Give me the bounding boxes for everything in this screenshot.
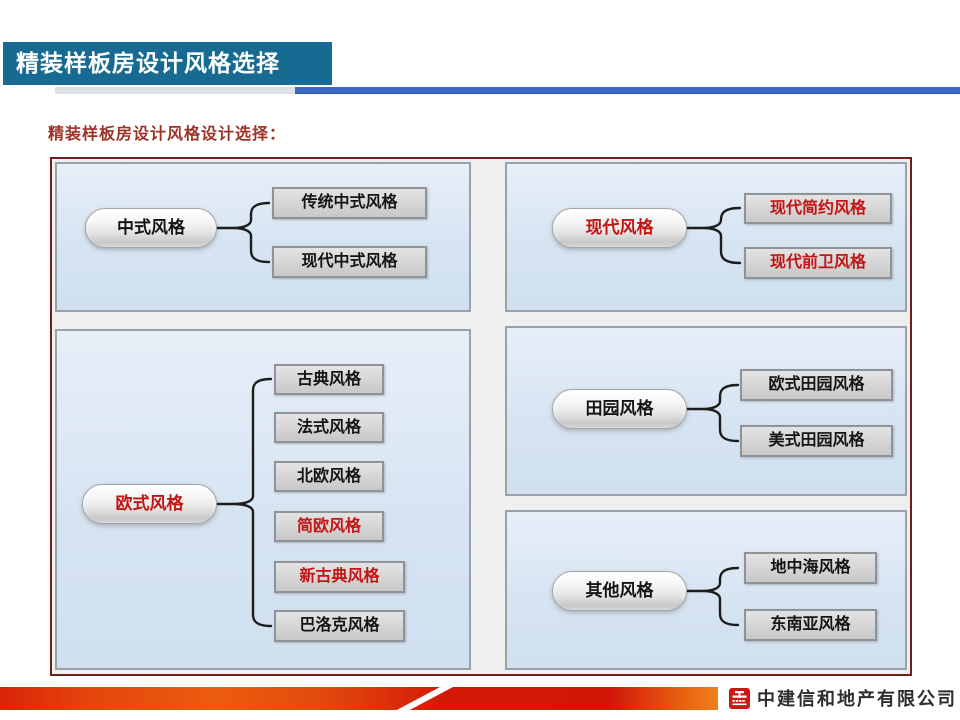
style-box-classical: 古典风格 (274, 364, 384, 395)
panel-chinese-style: 中式风格 传统中式风格 现代中式风格 (55, 162, 471, 312)
company-name: 中建信和地产有限公司 (757, 689, 957, 709)
footer-white-stripe (393, 687, 457, 710)
style-box-traditional-chinese: 传统中式风格 (272, 187, 427, 219)
panel-european-style: 欧式风格 古典风格 法式风格 北欧风格 简欧风格 新古典风格 巴洛克风格 (55, 329, 471, 670)
page-title: 精装样板房设计风格选择 (16, 50, 280, 76)
panel-pastoral-style: 田园风格 欧式田园风格 美式田园风格 (505, 326, 907, 496)
style-box-modern-chinese: 现代中式风格 (272, 246, 427, 278)
panel-other-style: 其他风格 地中海风格 东南亚风格 (505, 510, 907, 670)
style-box-simple-european: 简欧风格 (274, 511, 384, 542)
style-pill-modern: 现代风格 (552, 208, 687, 248)
title-underline-gray (55, 87, 295, 94)
title-underline-blue (295, 87, 960, 94)
slide-subtitle: 精装样板房设计风格设计选择： (48, 126, 287, 143)
style-box-modern-minimalist: 现代简约风格 (744, 193, 892, 224)
footer-red-band (0, 687, 718, 710)
style-box-modern-avantgarde: 现代前卫风格 (744, 247, 892, 279)
style-box-american-pastoral: 美式田园风格 (740, 425, 893, 457)
style-pill-chinese: 中式风格 (85, 208, 217, 248)
style-box-baroque: 巴洛克风格 (274, 610, 405, 642)
style-box-southeast-asian: 东南亚风格 (744, 609, 877, 641)
style-box-mediterranean: 地中海风格 (744, 552, 877, 584)
style-selection-diagram: 中式风格 传统中式风格 现代中式风格 现代风格 现代简约风格 现代前卫风格 欧式… (50, 157, 912, 676)
style-box-french: 法式风格 (274, 412, 384, 443)
slide-title-bar: 精装样板房设计风格选择 (3, 42, 332, 85)
style-pill-european: 欧式风格 (82, 484, 217, 524)
style-pill-other: 其他风格 (552, 571, 687, 611)
style-box-neoclassical: 新古典风格 (274, 561, 405, 593)
panel-modern-style: 现代风格 现代简约风格 现代前卫风格 (505, 162, 907, 312)
style-box-nordic: 北欧风格 (274, 461, 384, 492)
style-box-european-pastoral: 欧式田园风格 (740, 369, 893, 401)
cscec-logo-icon (729, 688, 750, 709)
style-pill-pastoral: 田园风格 (552, 389, 687, 429)
